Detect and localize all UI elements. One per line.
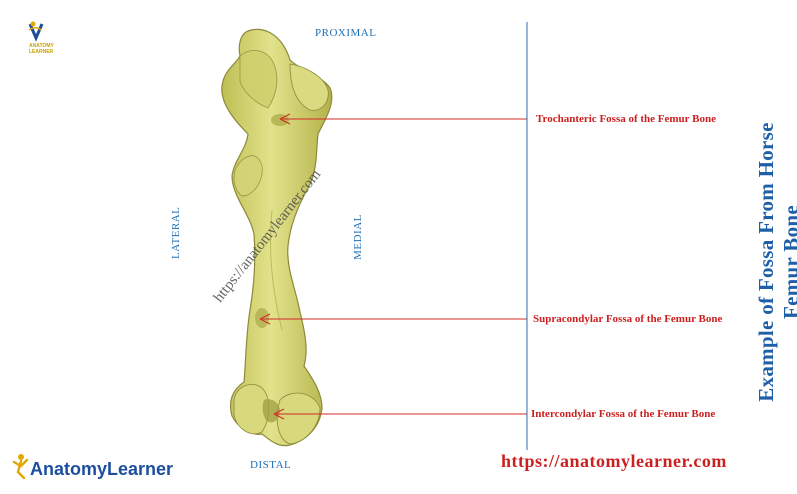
medial-condyle bbox=[276, 392, 321, 445]
intercondylar-fossa bbox=[262, 399, 280, 423]
third-trochanter bbox=[233, 155, 263, 197]
label-distal: DISTAL bbox=[250, 459, 292, 471]
label-lateral: LATERAL bbox=[170, 206, 182, 259]
logo-top-icon bbox=[28, 21, 44, 42]
label-trochanteric-fossa: Trochanteric Fossa of the Femur Bone bbox=[536, 113, 716, 125]
logo-top-line1: ANATOMY bbox=[29, 43, 54, 49]
brand-part1: Anatomy bbox=[30, 459, 108, 479]
label-medial: MEDIAL bbox=[352, 214, 364, 260]
site-url[interactable]: https://anatomylearner.com bbox=[501, 451, 727, 471]
arrow-trochanteric bbox=[279, 113, 527, 125]
label-supracondylar-fossa: Supracondylar Fossa of the Femur Bone bbox=[533, 313, 723, 325]
shaft-shading bbox=[269, 209, 283, 331]
brand-logo: AnatomyLearner bbox=[30, 459, 173, 480]
brand-part2: Learner bbox=[107, 459, 174, 479]
femoral-head bbox=[289, 63, 329, 111]
logo-top-text: ANATOMY LEARNER bbox=[29, 43, 54, 55]
logo-top-line2: LEARNER bbox=[29, 49, 54, 55]
brand-figure-icon bbox=[12, 454, 29, 480]
label-intercondylar-fossa: Intercondylar Fossa of the Femur Bone bbox=[531, 408, 716, 420]
label-proximal: PROXIMAL bbox=[315, 27, 377, 39]
femur-shaft bbox=[221, 28, 333, 447]
arrow-supracondylar bbox=[259, 313, 527, 325]
diagram-title: Example of Fossa From Horse Femur Bone bbox=[754, 122, 797, 402]
greater-trochanter bbox=[239, 50, 278, 109]
arrow-intercondylar bbox=[273, 408, 527, 420]
